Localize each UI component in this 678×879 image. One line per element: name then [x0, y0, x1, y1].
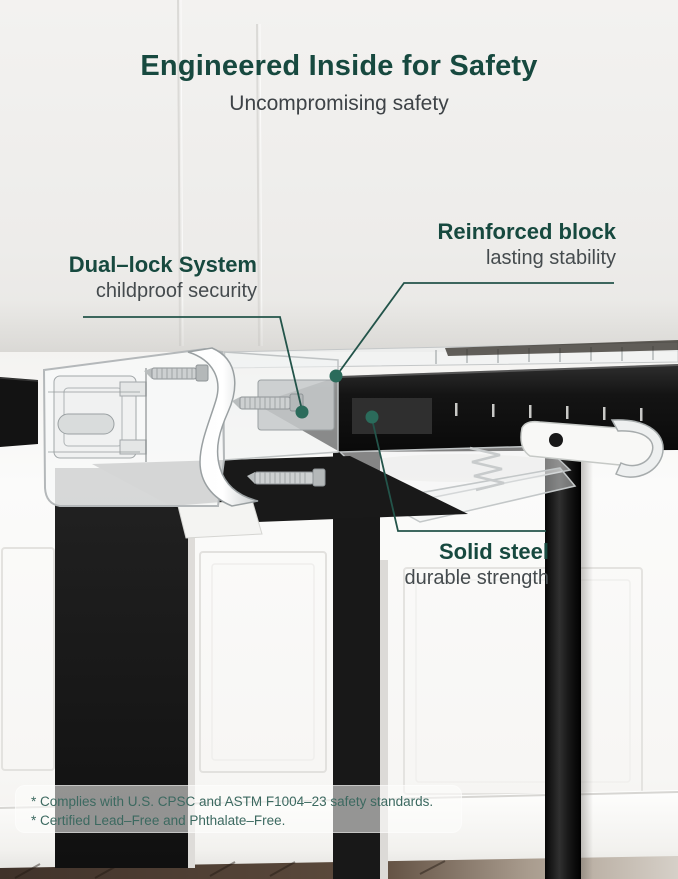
rail-top-highlight: [339, 364, 678, 378]
wainscot-panel-right-inner: [415, 579, 631, 783]
floor-plank-lines: [14, 860, 446, 879]
smoked-top-strip: [445, 340, 678, 356]
callout-leader-lines: [83, 282, 614, 532]
callout-reinforced-block-subtitle: lasting stability: [485, 247, 616, 269]
wainscot-panel-left: [1, 547, 55, 771]
footnote-certification: * Certified Lead–Free and Phthalate–Free…: [31, 813, 286, 828]
leader-line-reinforced: [336, 282, 614, 376]
leader-line-solid-steel: [371, 418, 546, 532]
latch-detail-top: [119, 381, 147, 397]
footnote-compliance: * Complies with U.S. CPSC and ASTM F1004…: [31, 794, 434, 809]
page-subtitle: Uncompromising safety: [229, 92, 449, 115]
wall-seam-left: [177, 0, 181, 347]
housing-lines: [48, 391, 140, 453]
chrome-band: [187, 347, 259, 507]
chrome-hook: [610, 419, 664, 478]
screw-middle: [232, 393, 304, 412]
gate-bar-left-edge-trim: [188, 500, 195, 868]
spring-coil: [469, 446, 505, 492]
gate-bar-left-stub: [0, 377, 38, 447]
screw-bottom: [247, 468, 326, 487]
callout-reinforced-block: Reinforced block lasting stability: [438, 219, 616, 270]
callout-dual-lock-title: Dual–lock System: [68, 252, 257, 277]
callout-solid-steel: Solid steel durable strength: [404, 539, 549, 590]
screw-top: [144, 364, 209, 382]
rail-slot-marks: [455, 403, 643, 421]
wall-seam-right: [256, 23, 260, 347]
wainscot-panel-middle-inner: [211, 563, 315, 761]
wall-seam-right-highlight: [259, 23, 263, 347]
rail-inner-panel: [352, 398, 432, 434]
callout-solid-steel-title: Solid steel: [438, 539, 549, 564]
stub-highlight: [0, 377, 39, 382]
callout-dot-reinforced: [329, 369, 343, 383]
wall-shadow-band: [0, 300, 678, 352]
spring-tube-capsule: [57, 413, 115, 435]
gate-bar-middle-edge-trim: [380, 560, 388, 879]
footnote-box: * Complies with U.S. CPSC and ASTM F1004…: [15, 785, 462, 833]
steel-post: [545, 450, 581, 879]
callout-dual-lock: Dual–lock System childproof security: [69, 252, 257, 303]
callout-dots: [295, 369, 379, 424]
wall-upper: [0, 0, 678, 352]
callout-dual-lock-subtitle: childproof security: [95, 280, 257, 302]
hinge-hole: [549, 433, 563, 447]
callout-dot-dual-lock: [295, 405, 309, 419]
clear-lock-housing: [42, 347, 339, 507]
callout-solid-steel-subtitle: durable strength: [404, 567, 549, 589]
wall-seam-left-highlight: [180, 0, 184, 347]
wainscot-panel-middle: [199, 551, 327, 773]
callout-reinforced-block-title: Reinforced block: [437, 219, 616, 244]
steel-post-shadow: [581, 455, 593, 879]
page-title: Engineered Inside for Safety: [140, 50, 538, 82]
callout-dot-solid-steel: [365, 410, 379, 424]
leader-line-dual-lock: [83, 316, 303, 411]
